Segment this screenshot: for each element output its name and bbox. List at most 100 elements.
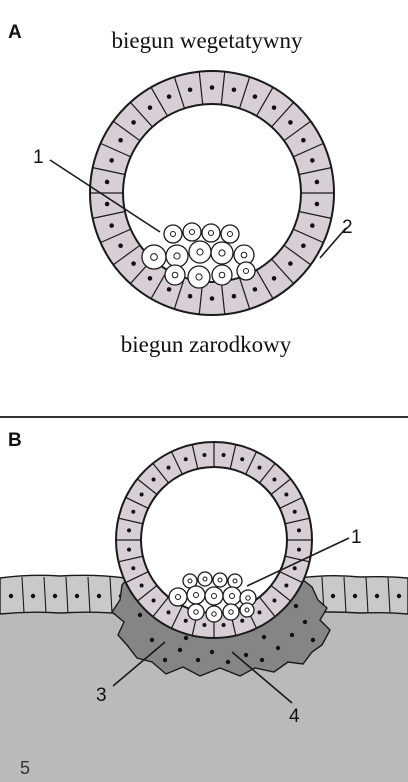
icm-cell xyxy=(212,265,232,285)
syncytium-nucleus xyxy=(262,635,266,639)
cell-nucleus xyxy=(288,261,293,266)
icm-cell xyxy=(223,604,239,620)
cell-nucleus xyxy=(288,120,293,125)
cell-nucleus xyxy=(184,619,188,623)
syncytium-nucleus xyxy=(290,633,294,637)
icm-cell xyxy=(206,606,222,622)
cell-nucleus xyxy=(272,105,277,110)
cell-nucleus xyxy=(297,528,301,532)
panel-a: A biegun wegetatywny 1 2 biegun zarodkow… xyxy=(8,22,353,357)
cell-nucleus xyxy=(301,138,306,143)
panel-b-letter: B xyxy=(8,430,22,451)
cell-nucleus xyxy=(140,493,144,497)
callout-1-b: 1 xyxy=(351,527,362,548)
cell-nucleus xyxy=(188,294,193,299)
cell-nucleus xyxy=(148,276,153,281)
syncytium-nucleus xyxy=(244,653,248,657)
epithelial-nucleus xyxy=(53,594,57,598)
cell-nucleus xyxy=(315,180,320,185)
cell-nucleus xyxy=(167,94,172,99)
cell-nucleus xyxy=(131,510,135,514)
cell-nucleus xyxy=(272,478,276,482)
cell-nucleus xyxy=(240,457,244,461)
icm-cell xyxy=(142,245,166,269)
cell-nucleus xyxy=(202,453,206,457)
cell-nucleus xyxy=(127,528,131,532)
cell-nucleus xyxy=(131,261,136,266)
syncytium-nucleus xyxy=(276,646,280,650)
icm-cell xyxy=(228,574,242,588)
syncytium-nucleus xyxy=(311,638,315,642)
syncytium-nucleus xyxy=(226,660,230,664)
syncytium-nucleus xyxy=(294,604,298,608)
icm-cell xyxy=(188,266,210,288)
cell-nucleus xyxy=(131,120,136,125)
cell-nucleus xyxy=(109,158,114,163)
cell-nucleus xyxy=(184,457,188,461)
cell-nucleus xyxy=(253,287,258,292)
cell-nucleus xyxy=(210,85,215,90)
syncytium-nucleus xyxy=(163,658,167,662)
panel-a-letter: A xyxy=(8,22,22,43)
cell-nucleus xyxy=(222,453,226,457)
cell-nucleus xyxy=(118,138,123,143)
icm-cell xyxy=(165,265,185,285)
cell-nucleus xyxy=(257,610,261,614)
syncytium-nucleus xyxy=(196,658,200,662)
syncytium-nucleus xyxy=(178,648,182,652)
cell-nucleus xyxy=(293,566,297,570)
icm-cell xyxy=(202,224,220,242)
cell-nucleus xyxy=(272,598,276,602)
epithelial-nucleus xyxy=(75,594,79,598)
cell-nucleus xyxy=(222,623,226,627)
syncytium-nucleus xyxy=(210,650,214,654)
cell-nucleus xyxy=(118,243,123,248)
icm-cell xyxy=(223,587,241,605)
cell-nucleus xyxy=(253,94,258,99)
cell-nucleus xyxy=(105,202,110,207)
vegetative-pole-label: biegun wegetatywny xyxy=(112,28,303,53)
epithelial-nucleus xyxy=(375,594,379,598)
icm-cell xyxy=(166,245,188,267)
callout-4-b: 4 xyxy=(289,706,300,727)
cell-nucleus xyxy=(127,548,131,552)
cell-nucleus xyxy=(310,158,315,163)
cell-nucleus xyxy=(297,548,301,552)
icm-cell xyxy=(211,242,233,264)
cell-nucleus xyxy=(167,287,172,292)
cell-nucleus xyxy=(188,88,193,93)
syncytium-nucleus xyxy=(184,636,188,640)
cell-nucleus xyxy=(140,583,144,587)
cell-nucleus xyxy=(148,105,153,110)
cell-nucleus xyxy=(315,202,320,207)
icm-cell xyxy=(221,225,239,243)
epithelial-nucleus xyxy=(9,594,13,598)
callout-2-a: 2 xyxy=(342,217,353,238)
icm-cell xyxy=(205,587,223,605)
cell-nucleus xyxy=(167,610,171,614)
cell-nucleus xyxy=(210,296,215,301)
epithelial-nucleus xyxy=(31,594,35,598)
cell-nucleus xyxy=(310,223,315,228)
icm-cell xyxy=(169,588,187,606)
icm-cell xyxy=(189,241,211,263)
cell-nucleus xyxy=(131,566,135,570)
icm-cell xyxy=(188,604,204,620)
embryonic-pole-label: biegun zarodkowy xyxy=(121,332,292,357)
epithelial-nucleus xyxy=(331,594,335,598)
icm-cell xyxy=(187,586,205,604)
cell-nucleus xyxy=(232,294,237,299)
cell-nucleus xyxy=(293,510,297,514)
icm-cell xyxy=(198,572,212,586)
syncytium-nucleus xyxy=(138,613,142,617)
cell-nucleus xyxy=(257,466,261,470)
cell-nucleus xyxy=(202,623,206,627)
cell-nucleus xyxy=(152,478,156,482)
cell-nucleus xyxy=(284,493,288,497)
cell-nucleus xyxy=(109,223,114,228)
icm-cell xyxy=(183,223,201,241)
panel-b: B 1 3 4 5 xyxy=(0,430,408,782)
syncytium-nucleus xyxy=(260,658,264,662)
cell-nucleus xyxy=(240,619,244,623)
